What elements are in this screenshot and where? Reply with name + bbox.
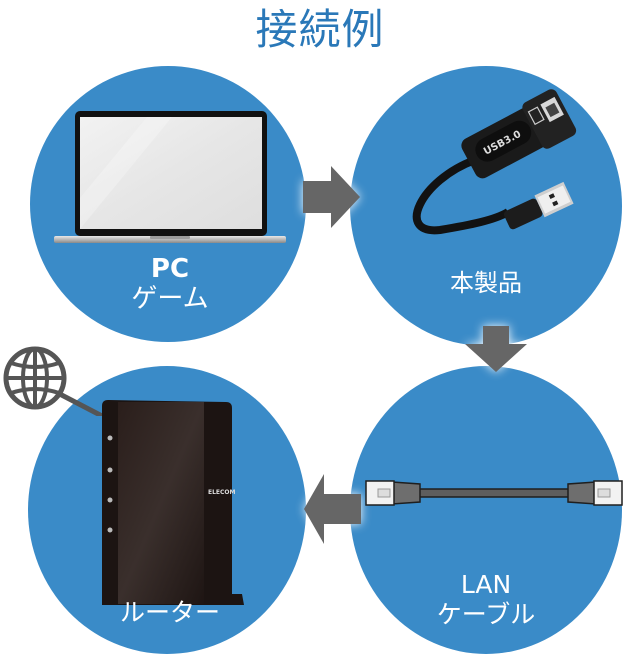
lan-cable-icon	[365, 480, 623, 506]
arrow-down-icon	[465, 326, 527, 372]
node-lan-circle	[350, 366, 622, 654]
globe-icon	[3, 346, 104, 416]
node-router-label: ルーター	[119, 598, 220, 627]
node-lan-label-line1: LAN	[460, 570, 512, 599]
router-brand-text: ELECOM	[208, 489, 236, 496]
node-pc-label-line2: ゲーム	[131, 284, 209, 314]
router-icon: ELECOM	[102, 400, 244, 605]
node-product-label: 本製品	[450, 269, 522, 297]
node-pc-label-line1: PC	[150, 254, 190, 284]
page-title: 接続例	[255, 5, 385, 54]
usb-lan-adapter-icon: USB3.0	[412, 89, 577, 235]
node-lan-label: LAN ケーブル	[386, 570, 586, 630]
arrow-right-icon	[303, 166, 360, 228]
arrow-left-icon	[304, 474, 361, 544]
laptop-icon	[54, 111, 286, 243]
node-pc-label: PC ゲーム	[60, 254, 280, 314]
node-lan-label-line2: ケーブル	[436, 600, 536, 629]
node-product-circle	[350, 66, 622, 346]
